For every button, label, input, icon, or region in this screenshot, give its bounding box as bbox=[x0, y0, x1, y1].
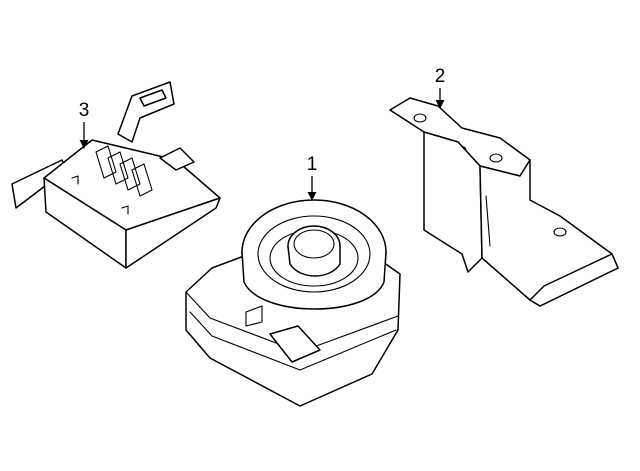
part-2-bracket bbox=[389, 97, 619, 307]
callout-3-label: 3 bbox=[79, 100, 90, 121]
callout-1: 1 bbox=[307, 154, 318, 201]
callout-2: 2 bbox=[435, 66, 446, 109]
part-3-module bbox=[11, 81, 221, 269]
callout-3: 3 bbox=[79, 100, 90, 149]
part-1-horn bbox=[185, 199, 401, 407]
callout-1-label: 1 bbox=[307, 154, 318, 175]
callout-2-label: 2 bbox=[435, 66, 446, 87]
